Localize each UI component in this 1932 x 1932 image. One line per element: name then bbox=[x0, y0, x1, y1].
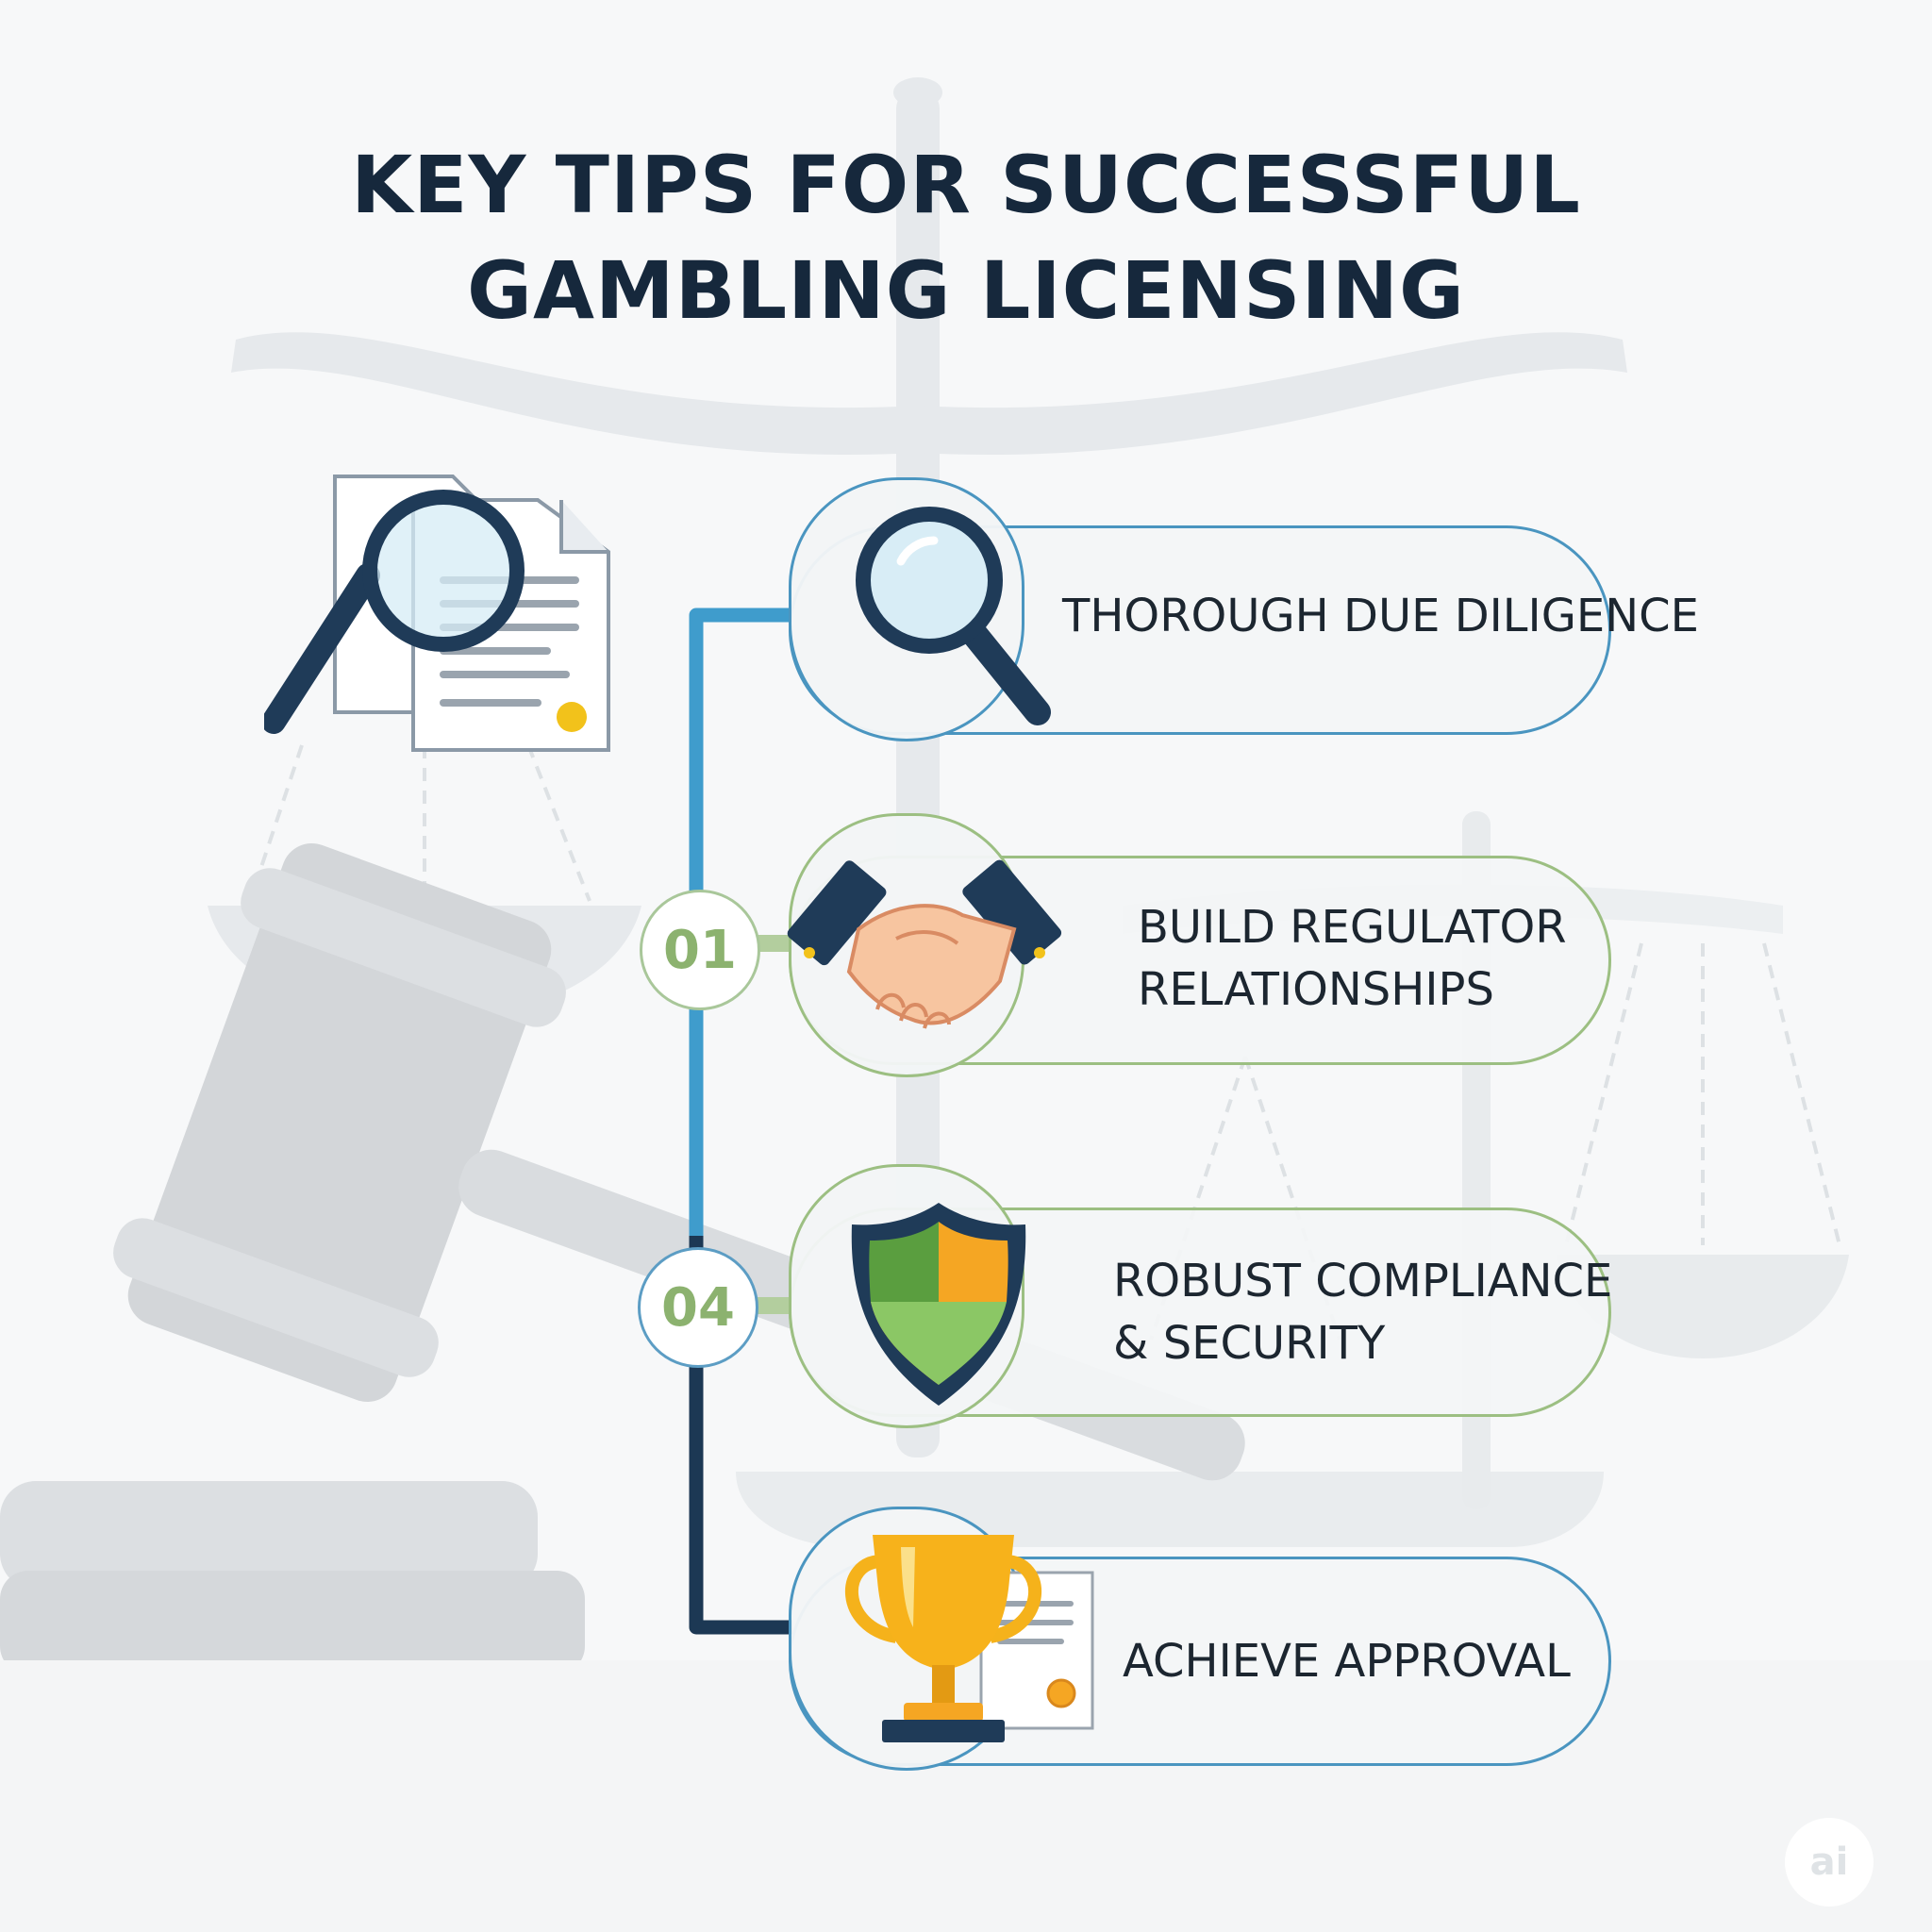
step-label-regulator-relationships: BUILD REGULATOR RELATIONSHIPS bbox=[1138, 896, 1567, 1021]
title-line-1: KEY TIPS FOR SUCCESSFUL bbox=[351, 139, 1581, 231]
step-label-line: & SECURITY bbox=[1113, 1317, 1386, 1370]
step-label-due-diligence: THOROUGH DUE DILIGENCE bbox=[1062, 585, 1699, 647]
step-number-badge: 01 bbox=[640, 890, 760, 1010]
shield-icon bbox=[851, 1203, 1026, 1406]
magnifying-glass-icon bbox=[856, 507, 1051, 725]
step-label-line: RELATIONSHIPS bbox=[1138, 963, 1494, 1016]
watermark-badge: ai bbox=[1785, 1818, 1874, 1907]
step-label-line: ACHIEVE APPROVAL bbox=[1123, 1635, 1571, 1688]
step-label-compliance-security: ROBUST COMPLIANCE & SECURITY bbox=[1113, 1250, 1612, 1374]
step-number-badge: 04 bbox=[638, 1247, 758, 1368]
timeline-connector bbox=[689, 608, 792, 1635]
step-label-line: ROBUST COMPLIANCE bbox=[1113, 1255, 1613, 1307]
trophy-icon bbox=[845, 1535, 1094, 1742]
title-line-2: GAMBLING LICENSING bbox=[467, 244, 1465, 337]
handshake-icon bbox=[787, 859, 1062, 1029]
step-label-line: THOROUGH DUE DILIGENCE bbox=[1062, 590, 1699, 642]
page-title: KEY TIPS FOR SUCCESSFUL GAMBLING LICENSI… bbox=[0, 132, 1932, 343]
step-label-achieve-approval: ACHIEVE APPROVAL bbox=[1123, 1630, 1571, 1692]
step-label-line: BUILD REGULATOR bbox=[1138, 901, 1567, 954]
documents-magnifier-icon bbox=[264, 475, 610, 752]
